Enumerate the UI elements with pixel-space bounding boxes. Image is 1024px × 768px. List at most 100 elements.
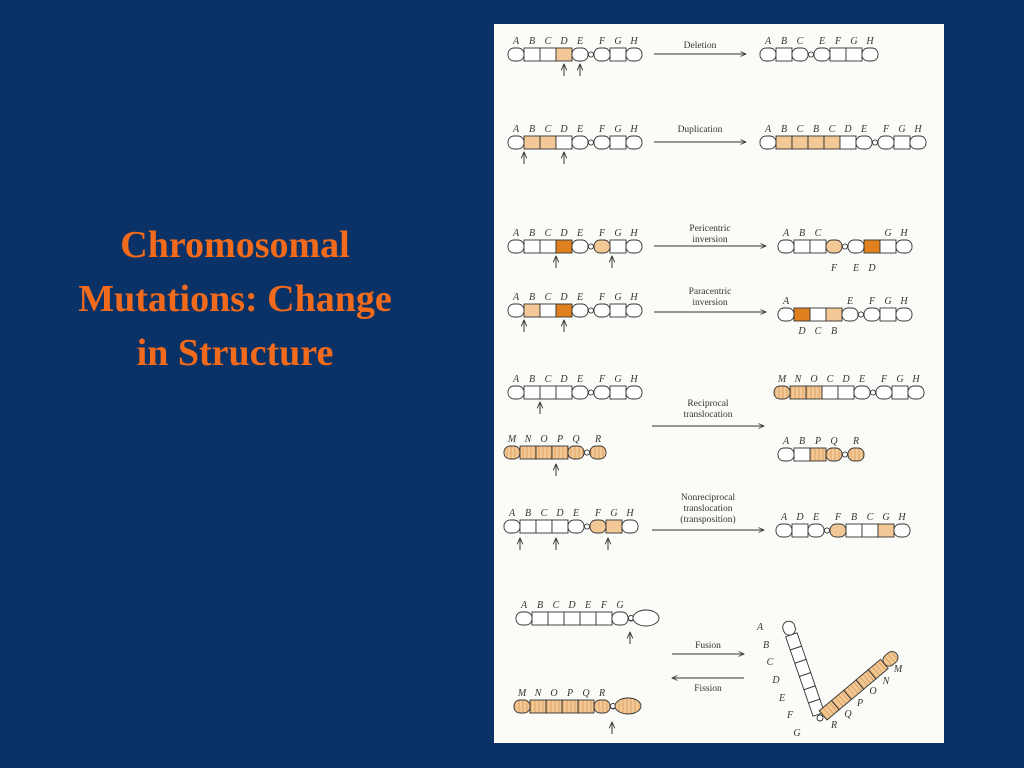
deletion-label: Deletion bbox=[684, 41, 717, 51]
nonreciprocal-label: Nonreciprocal bbox=[681, 493, 736, 503]
deletion-before-segment bbox=[507, 47, 525, 62]
pericentric-after-bottom-label: D bbox=[867, 263, 876, 274]
reciprocal-label: translocation bbox=[683, 410, 732, 420]
reciprocal-before-1-label: F bbox=[598, 374, 606, 385]
reciprocal-before-2-label: R bbox=[594, 434, 601, 445]
pericentric-after-top-label: C bbox=[815, 228, 822, 239]
fusion-before-1-label: D bbox=[567, 600, 576, 611]
paracentric-before-centromere bbox=[587, 307, 595, 314]
reciprocal-before-1-label: E bbox=[576, 374, 583, 385]
fusion-before-2-label: N bbox=[534, 688, 543, 699]
paracentric-before-segment bbox=[571, 303, 589, 318]
reciprocal-after-1-segment bbox=[875, 385, 893, 400]
reciprocal-after-2-label: A bbox=[782, 436, 790, 447]
reciprocal-before-2-segment bbox=[589, 445, 607, 460]
fused-left-label: C bbox=[767, 657, 774, 668]
deletion-after-label: C bbox=[797, 36, 804, 47]
fusion-before-1-segment bbox=[515, 611, 533, 626]
fusion-before-2-segment bbox=[593, 699, 611, 714]
pericentric-before-segment bbox=[625, 239, 643, 254]
nonreciprocal-before-segment bbox=[503, 519, 521, 534]
duplication-after-segment bbox=[893, 135, 911, 150]
nonreciprocal-after-segment bbox=[861, 523, 879, 538]
paracentric-before-label: D bbox=[559, 292, 568, 303]
nonreciprocal-before-segment bbox=[605, 519, 623, 534]
reciprocal-before-1-segment bbox=[539, 385, 557, 400]
paracentric-before-segment bbox=[625, 303, 643, 318]
pericentric-label: inversion bbox=[692, 235, 728, 245]
paracentric-after-segment bbox=[895, 307, 913, 322]
paracentric-before-segment bbox=[555, 303, 573, 318]
fused-right-arm bbox=[818, 651, 899, 721]
pericentric-before-segment bbox=[593, 239, 611, 254]
pericentric-before-label: B bbox=[529, 228, 535, 239]
paracentric-before-label: B bbox=[529, 292, 535, 303]
paracentric-before-label: C bbox=[545, 292, 552, 303]
pericentric-after-top-label: B bbox=[799, 228, 805, 239]
duplication-after-centromere bbox=[871, 139, 879, 146]
nonreciprocal-before-label: H bbox=[625, 508, 634, 519]
nonreciprocal-after-segment bbox=[845, 523, 863, 538]
reciprocal-after-1-segment bbox=[773, 385, 791, 400]
duplication-after-label: F bbox=[882, 124, 890, 135]
nonreciprocal-after-label: H bbox=[897, 512, 906, 523]
paracentric-after-bottom-label: B bbox=[831, 326, 837, 337]
nonreciprocal-after-segment bbox=[807, 523, 825, 538]
pericentric-before-segment bbox=[539, 239, 557, 254]
paracentric-before-segment bbox=[539, 303, 557, 318]
reciprocal-before-2-label: P bbox=[556, 434, 563, 445]
deletion-after-segment bbox=[861, 47, 879, 62]
deletion-after-label: B bbox=[781, 36, 787, 47]
paracentric-before-label: G bbox=[614, 292, 621, 303]
reciprocal-after-1-label: M bbox=[777, 374, 787, 385]
duplication-before-segment bbox=[555, 135, 573, 150]
paracentric-before-segment bbox=[593, 303, 611, 318]
pericentric-label: Pericentric bbox=[689, 224, 730, 234]
nonreciprocal-before-label: F bbox=[594, 508, 602, 519]
paracentric-after bbox=[777, 307, 913, 322]
fused-right-label: Q bbox=[844, 709, 852, 720]
duplication-before-label: G bbox=[614, 124, 621, 135]
nonreciprocal-after-segment bbox=[791, 523, 809, 538]
nonreciprocal-after-label: G bbox=[882, 512, 889, 523]
pericentric-after-segment bbox=[825, 239, 843, 254]
reciprocal-before-1-segment bbox=[609, 385, 627, 400]
pericentric-before-label: C bbox=[545, 228, 552, 239]
duplication-before-segment bbox=[571, 135, 589, 150]
paracentric-after-top-label: H bbox=[899, 296, 908, 307]
nonreciprocal-before-segment bbox=[535, 519, 553, 534]
paracentric-after-top-label: G bbox=[884, 296, 891, 307]
reciprocal-before-1-label: B bbox=[529, 374, 535, 385]
reciprocal-before-2-label: Q bbox=[572, 434, 580, 445]
duplication-before-label: D bbox=[559, 124, 568, 135]
pericentric-after-bottom-label: E bbox=[852, 263, 859, 274]
duplication-after-label: H bbox=[913, 124, 922, 135]
fusion-before-1-label: E bbox=[584, 600, 591, 611]
reciprocal-after-1-segment bbox=[853, 385, 871, 400]
deletion-before-segment bbox=[593, 47, 611, 62]
reciprocal-after-1-label: F bbox=[880, 374, 888, 385]
deletion-after-segment bbox=[845, 47, 863, 62]
nonreciprocal-after-label: E bbox=[812, 512, 819, 523]
duplication-after-segment bbox=[807, 135, 825, 150]
fused-right-segment bbox=[882, 651, 899, 667]
nonreciprocal-label: translocation bbox=[683, 504, 732, 514]
duplication-before-label: C bbox=[545, 124, 552, 135]
title-line-2: Mutations: Change bbox=[78, 278, 392, 320]
reciprocal-before-1-segment bbox=[555, 385, 573, 400]
deletion-before-centromere bbox=[587, 51, 595, 58]
paracentric-after-segment bbox=[879, 307, 897, 322]
paracentric-before-label: E bbox=[576, 292, 583, 303]
fusion-before-1-label: C bbox=[553, 600, 560, 611]
deletion-after-segment bbox=[829, 47, 847, 62]
